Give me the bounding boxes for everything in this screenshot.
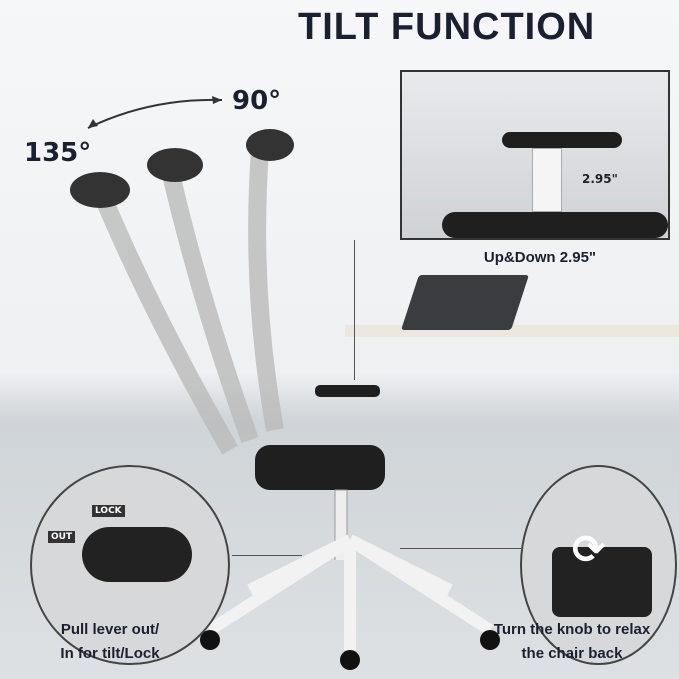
- height-caption: Up&Down 2.95": [483, 249, 597, 266]
- lever: [82, 527, 192, 582]
- out-label: OUT: [48, 531, 76, 543]
- lever-caption: Pull lever out/ In for tilt/Lock: [20, 618, 200, 666]
- lever-inset: LOCK OUT: [30, 465, 230, 665]
- knob-caption-line2: the chair back: [521, 645, 623, 662]
- chair-base: [200, 534, 500, 670]
- height-measure: 2.95": [582, 172, 618, 186]
- lever-caption-line1: Pull lever out/: [60, 621, 160, 638]
- angle-135: 135°: [24, 138, 92, 168]
- armrest: [502, 132, 622, 148]
- callout-line: [400, 548, 522, 549]
- lock-label: LOCK: [92, 505, 125, 517]
- title: TILT FUNCTION: [298, 6, 596, 48]
- chair-illustration: [70, 129, 385, 560]
- knob-inset: ⟳: [520, 465, 677, 665]
- angle-90: 90°: [232, 86, 282, 116]
- tilt-arc-arrow-icon: [87, 96, 223, 129]
- lever-caption-line2: In for tilt/Lock: [60, 645, 160, 662]
- rotate-arrows-icon: ⟳: [572, 527, 606, 573]
- armrest-post: [532, 148, 562, 212]
- seat: [442, 212, 668, 238]
- callout-line: [232, 555, 302, 556]
- callout-line: [354, 240, 355, 380]
- knob-caption-line1: Turn the knob to relax: [493, 621, 651, 638]
- knob: [552, 547, 652, 617]
- knob-caption: Turn the knob to relax the chair back: [472, 618, 672, 666]
- laptop: [401, 275, 529, 330]
- height-adjust-inset: 2.95": [400, 70, 670, 240]
